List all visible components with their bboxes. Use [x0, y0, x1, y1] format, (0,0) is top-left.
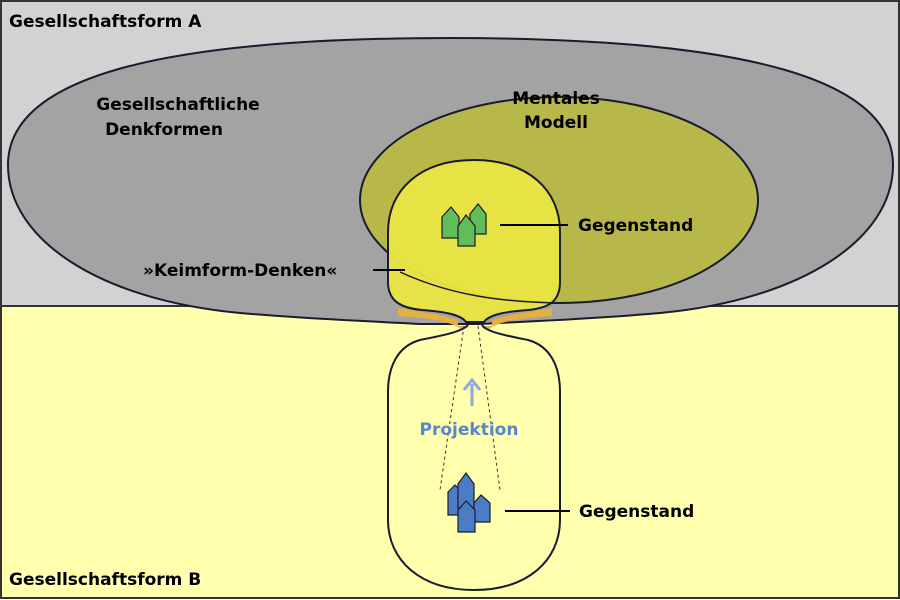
projection-label: Projektion [420, 420, 519, 440]
thought-forms-label-line1: Gesellschaftliche [96, 95, 259, 115]
projection-arrow-icon [462, 377, 482, 406]
mental-model-label-line2: Modell [524, 113, 588, 133]
projection-line-left [439, 325, 465, 491]
object-bottom-label: Gegenstand [579, 502, 694, 522]
thought-forms-label-line2: Denkformen [105, 120, 223, 140]
society-b-label: Gesellschaftsform B [9, 570, 201, 590]
mental-model-label-line1: Mentales [512, 89, 600, 109]
germ-form-label: »Keimform-Denken« [143, 261, 337, 281]
mental-model-overlap-edge [399, 271, 560, 304]
society-a-label: Gesellschaftsform A [9, 12, 202, 32]
object-top-icon [441, 203, 487, 247]
society-b-bubble [387, 324, 561, 592]
object-bottom-icon [447, 471, 491, 533]
object-top-label: Gegenstand [578, 216, 693, 236]
